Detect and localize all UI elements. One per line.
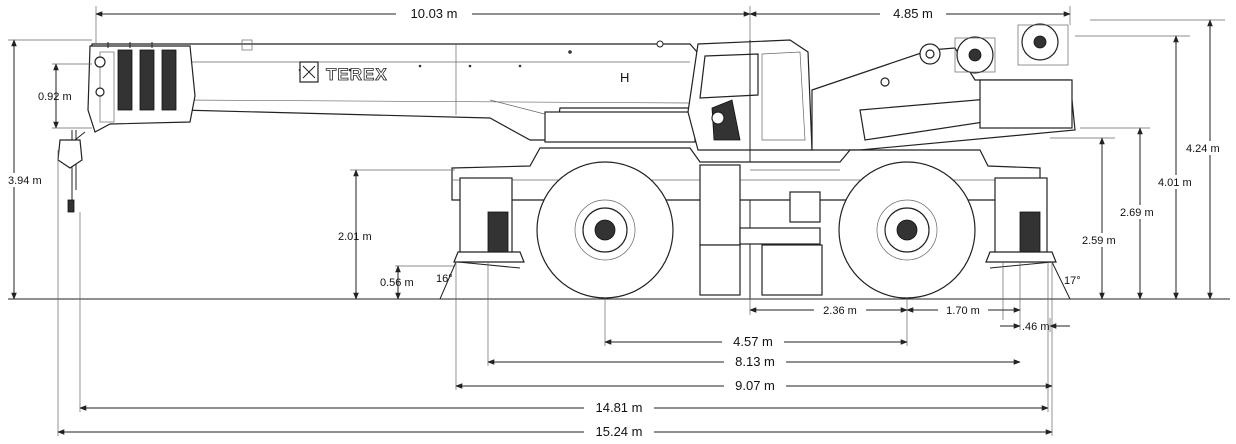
dim-axle-to-center: 2.36 m [823,305,857,317]
crane-illustration: TEREX H [8,23,1230,300]
dim-outrigger-spread: 8.13 m [735,354,775,369]
dim-overall-height-low: 4.01 m [1158,177,1192,189]
dim-approach-angle: 16° [436,273,453,285]
rear-wheel [838,161,976,299]
dim-boom-length: 10.03 m [411,6,458,21]
front-wheel [536,161,674,299]
dim-counterweight-height: 2.69 m [1120,207,1154,219]
dim-hook-height: 3.94 m [8,175,42,187]
dim-center-to-rear: 1.70 m [946,305,980,317]
boom-mark: H [620,70,629,85]
rear-outrigger [985,177,1057,269]
terex-logo: TEREX H [299,61,629,85]
dim-length-1: 14.81 m [596,400,643,415]
dim-length-2: 15.24 m [596,424,643,439]
boom-head [87,42,196,133]
operator-cab [687,39,813,300]
dim-outrigger-height: 2.01 m [338,231,372,243]
dim-overall-height: 4.24 m [1186,143,1220,155]
dim-pad-height: 0.56 m [380,277,414,289]
superstructure [811,23,1076,151]
hook-block [57,130,86,213]
dim-rear-overhang: .46 m [1022,321,1050,333]
dim-wheelbase: 4.57 m [733,334,773,349]
brand-text: TEREX [326,65,388,84]
dim-pad-spread: 9.07 m [735,378,775,393]
front-outrigger [453,177,525,269]
dimension-lines: 10.03 m 4.85 m 0.92 m 3.94 m 2.01 m 0.56… [6,6,1232,440]
dim-rear-to-axis: 4.85 m [893,6,933,21]
dim-head-height: 0.92 m [38,91,72,103]
dim-departure-angle: 17° [1064,275,1081,287]
dim-cab-height: 2.59 m [1082,235,1116,247]
